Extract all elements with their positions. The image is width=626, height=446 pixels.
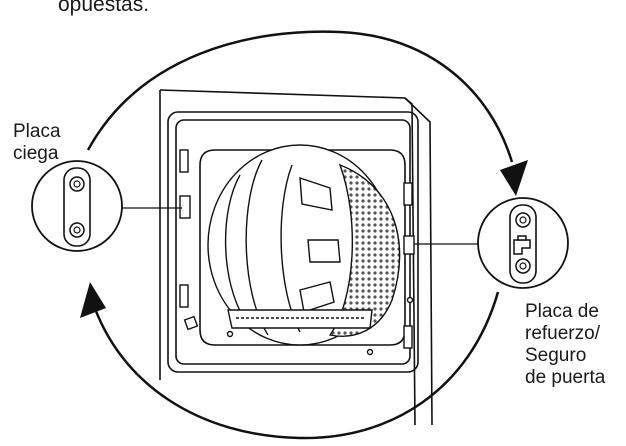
reinforcement-plate-callout xyxy=(477,197,569,289)
screw-icon xyxy=(515,212,531,228)
screw-icon xyxy=(69,176,85,192)
screw-icon xyxy=(515,258,531,274)
door-hinge-slots xyxy=(179,149,415,356)
rotation-arc-bottom xyxy=(90,291,500,440)
door-latch-icon xyxy=(513,235,531,255)
rotation-arc-top xyxy=(86,30,514,163)
arrowhead-bottom-left xyxy=(80,282,106,318)
screw-icon xyxy=(69,222,85,238)
leader-lines xyxy=(120,207,480,245)
rotation-arrow-icon xyxy=(86,30,514,440)
dryer-drum xyxy=(207,144,401,346)
arrowhead-top-right xyxy=(500,160,528,196)
blank-plate-label: Placa ciega xyxy=(13,121,61,164)
blank-plate-callout xyxy=(31,160,123,252)
instruction-text-fragment: opuestas. xyxy=(58,0,150,16)
reinforcement-plate-label: Placa de refuerzo/ Seguro de puerta xyxy=(525,301,606,388)
